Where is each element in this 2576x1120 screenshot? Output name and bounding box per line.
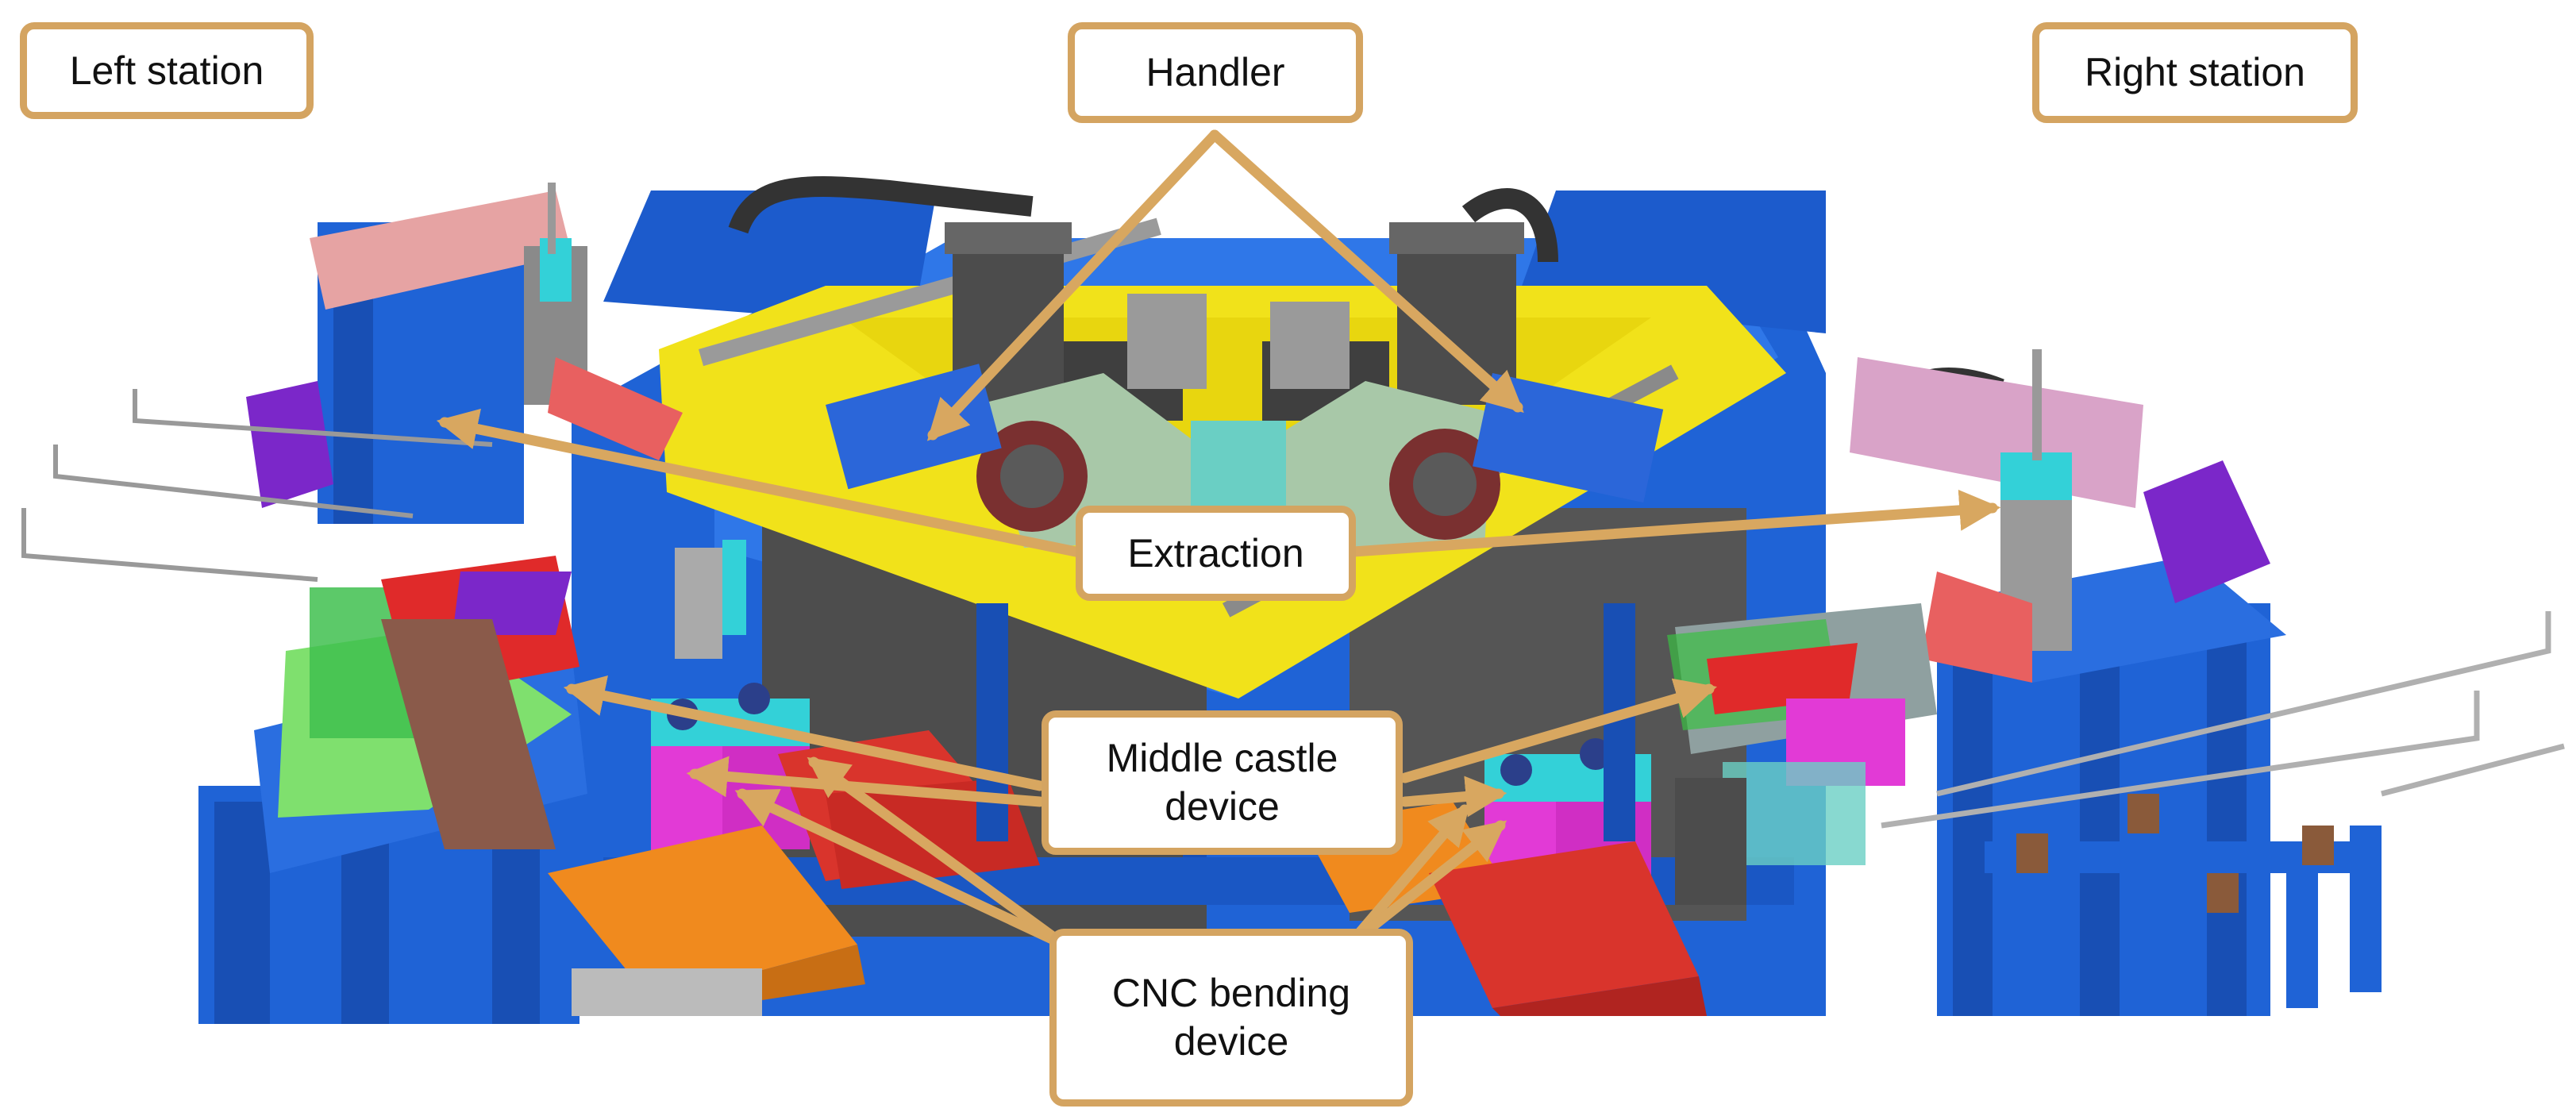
middle-castle-arrow-left-2 — [686, 756, 1045, 807]
middle-castle-line-1: Middle castle — [1106, 736, 1338, 780]
cnc-bending-line-2: device — [1173, 1019, 1289, 1064]
handler-text: Handler — [1146, 50, 1285, 94]
callout-arrows — [436, 129, 2001, 950]
cnc-bending-line-1: CNC bending — [1111, 971, 1351, 1015]
right-station-label: Right station — [2032, 22, 2358, 123]
left-station — [21, 183, 746, 1024]
motor — [945, 222, 1524, 421]
middle-castle-device-label: Middle castle device — [1042, 710, 1403, 855]
handler-arrow-left — [926, 129, 1220, 441]
extraction-label: Extraction — [1076, 506, 1356, 601]
middle-castle-arrow-right-1 — [1400, 678, 1717, 783]
cnc-arrow-right-1 — [1344, 803, 1470, 950]
extraction-arrow-left — [436, 408, 1081, 557]
left-station-label: Left station — [20, 22, 314, 119]
middle-castle-device-text: Middle castle device — [1107, 734, 1338, 831]
handler-label: Handler — [1068, 22, 1363, 123]
extraction-text: Extraction — [1127, 530, 1304, 575]
middle-castle-arrow-left-1 — [563, 675, 1045, 791]
middle-castle-line-2: device — [1165, 784, 1280, 829]
cnc-bending-device-label: CNC bending device — [1049, 929, 1413, 1107]
cnc-arrow-left-1 — [734, 788, 1069, 950]
cnc-arrow-right-2 — [1344, 820, 1507, 950]
right-station — [1667, 349, 2565, 1016]
cnc-bending-device-text: CNC bending device — [1112, 969, 1350, 1066]
right-station-text: Right station — [2085, 50, 2305, 94]
middle-castle-arrow-right-2 — [1400, 776, 1507, 818]
extraction-arrow-right — [1348, 489, 2001, 557]
bar-rack — [1881, 611, 2565, 829]
handler-arrow-right — [1209, 129, 1524, 413]
cnc-arrow-left-2 — [807, 756, 1069, 950]
left-station-text: Left station — [69, 48, 264, 93]
